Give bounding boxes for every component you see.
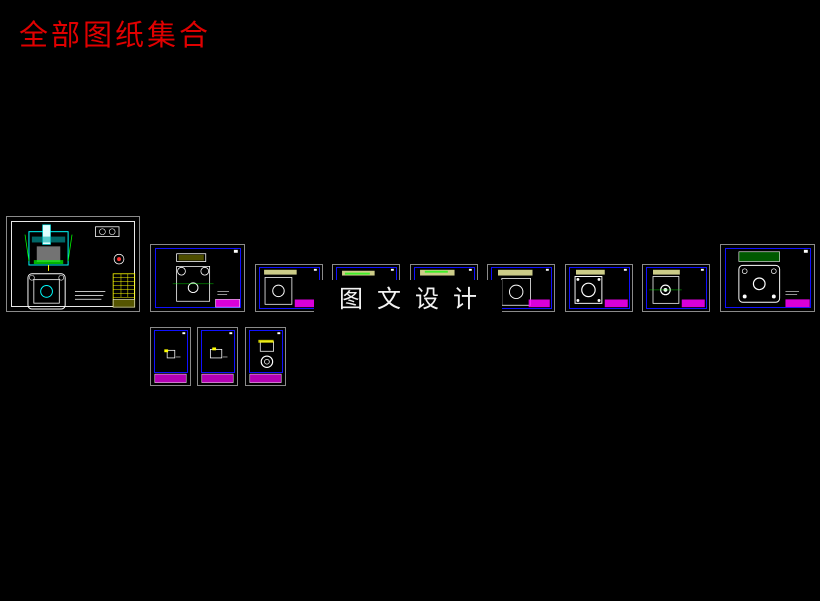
part-drawing-graphic (574, 268, 628, 308)
drawing-sheet-9[interactable] (720, 244, 815, 312)
watermark-text: 图文设计 (339, 285, 491, 313)
part-drawing-graphic (649, 268, 705, 308)
part-drawing-graphic (264, 268, 318, 308)
part-drawing-graphic (172, 249, 240, 308)
part-drawing-graphic (154, 332, 187, 383)
part-drawing-graphic (342, 268, 394, 276)
part-drawing-graphic (420, 268, 472, 276)
drawing-sheet-10[interactable] (150, 327, 191, 386)
watermark-overlay: 图文设计 (314, 280, 502, 319)
page-title: 全部图纸集合 (19, 18, 212, 52)
assembly-drawing-graphic (24, 224, 136, 310)
part-drawing-graphic (738, 249, 810, 308)
part-drawing-graphic (249, 332, 282, 383)
drawing-sheet-2[interactable] (150, 244, 245, 312)
drawing-sheet-7[interactable] (565, 264, 633, 312)
drawing-assembly[interactable] (6, 216, 140, 312)
drawing-sheet-3[interactable] (255, 264, 323, 312)
part-drawing-graphic (201, 332, 234, 383)
drawing-sheet-12[interactable] (245, 327, 286, 386)
drawing-sheet-8[interactable] (642, 264, 710, 312)
drawing-sheet-11[interactable] (197, 327, 238, 386)
